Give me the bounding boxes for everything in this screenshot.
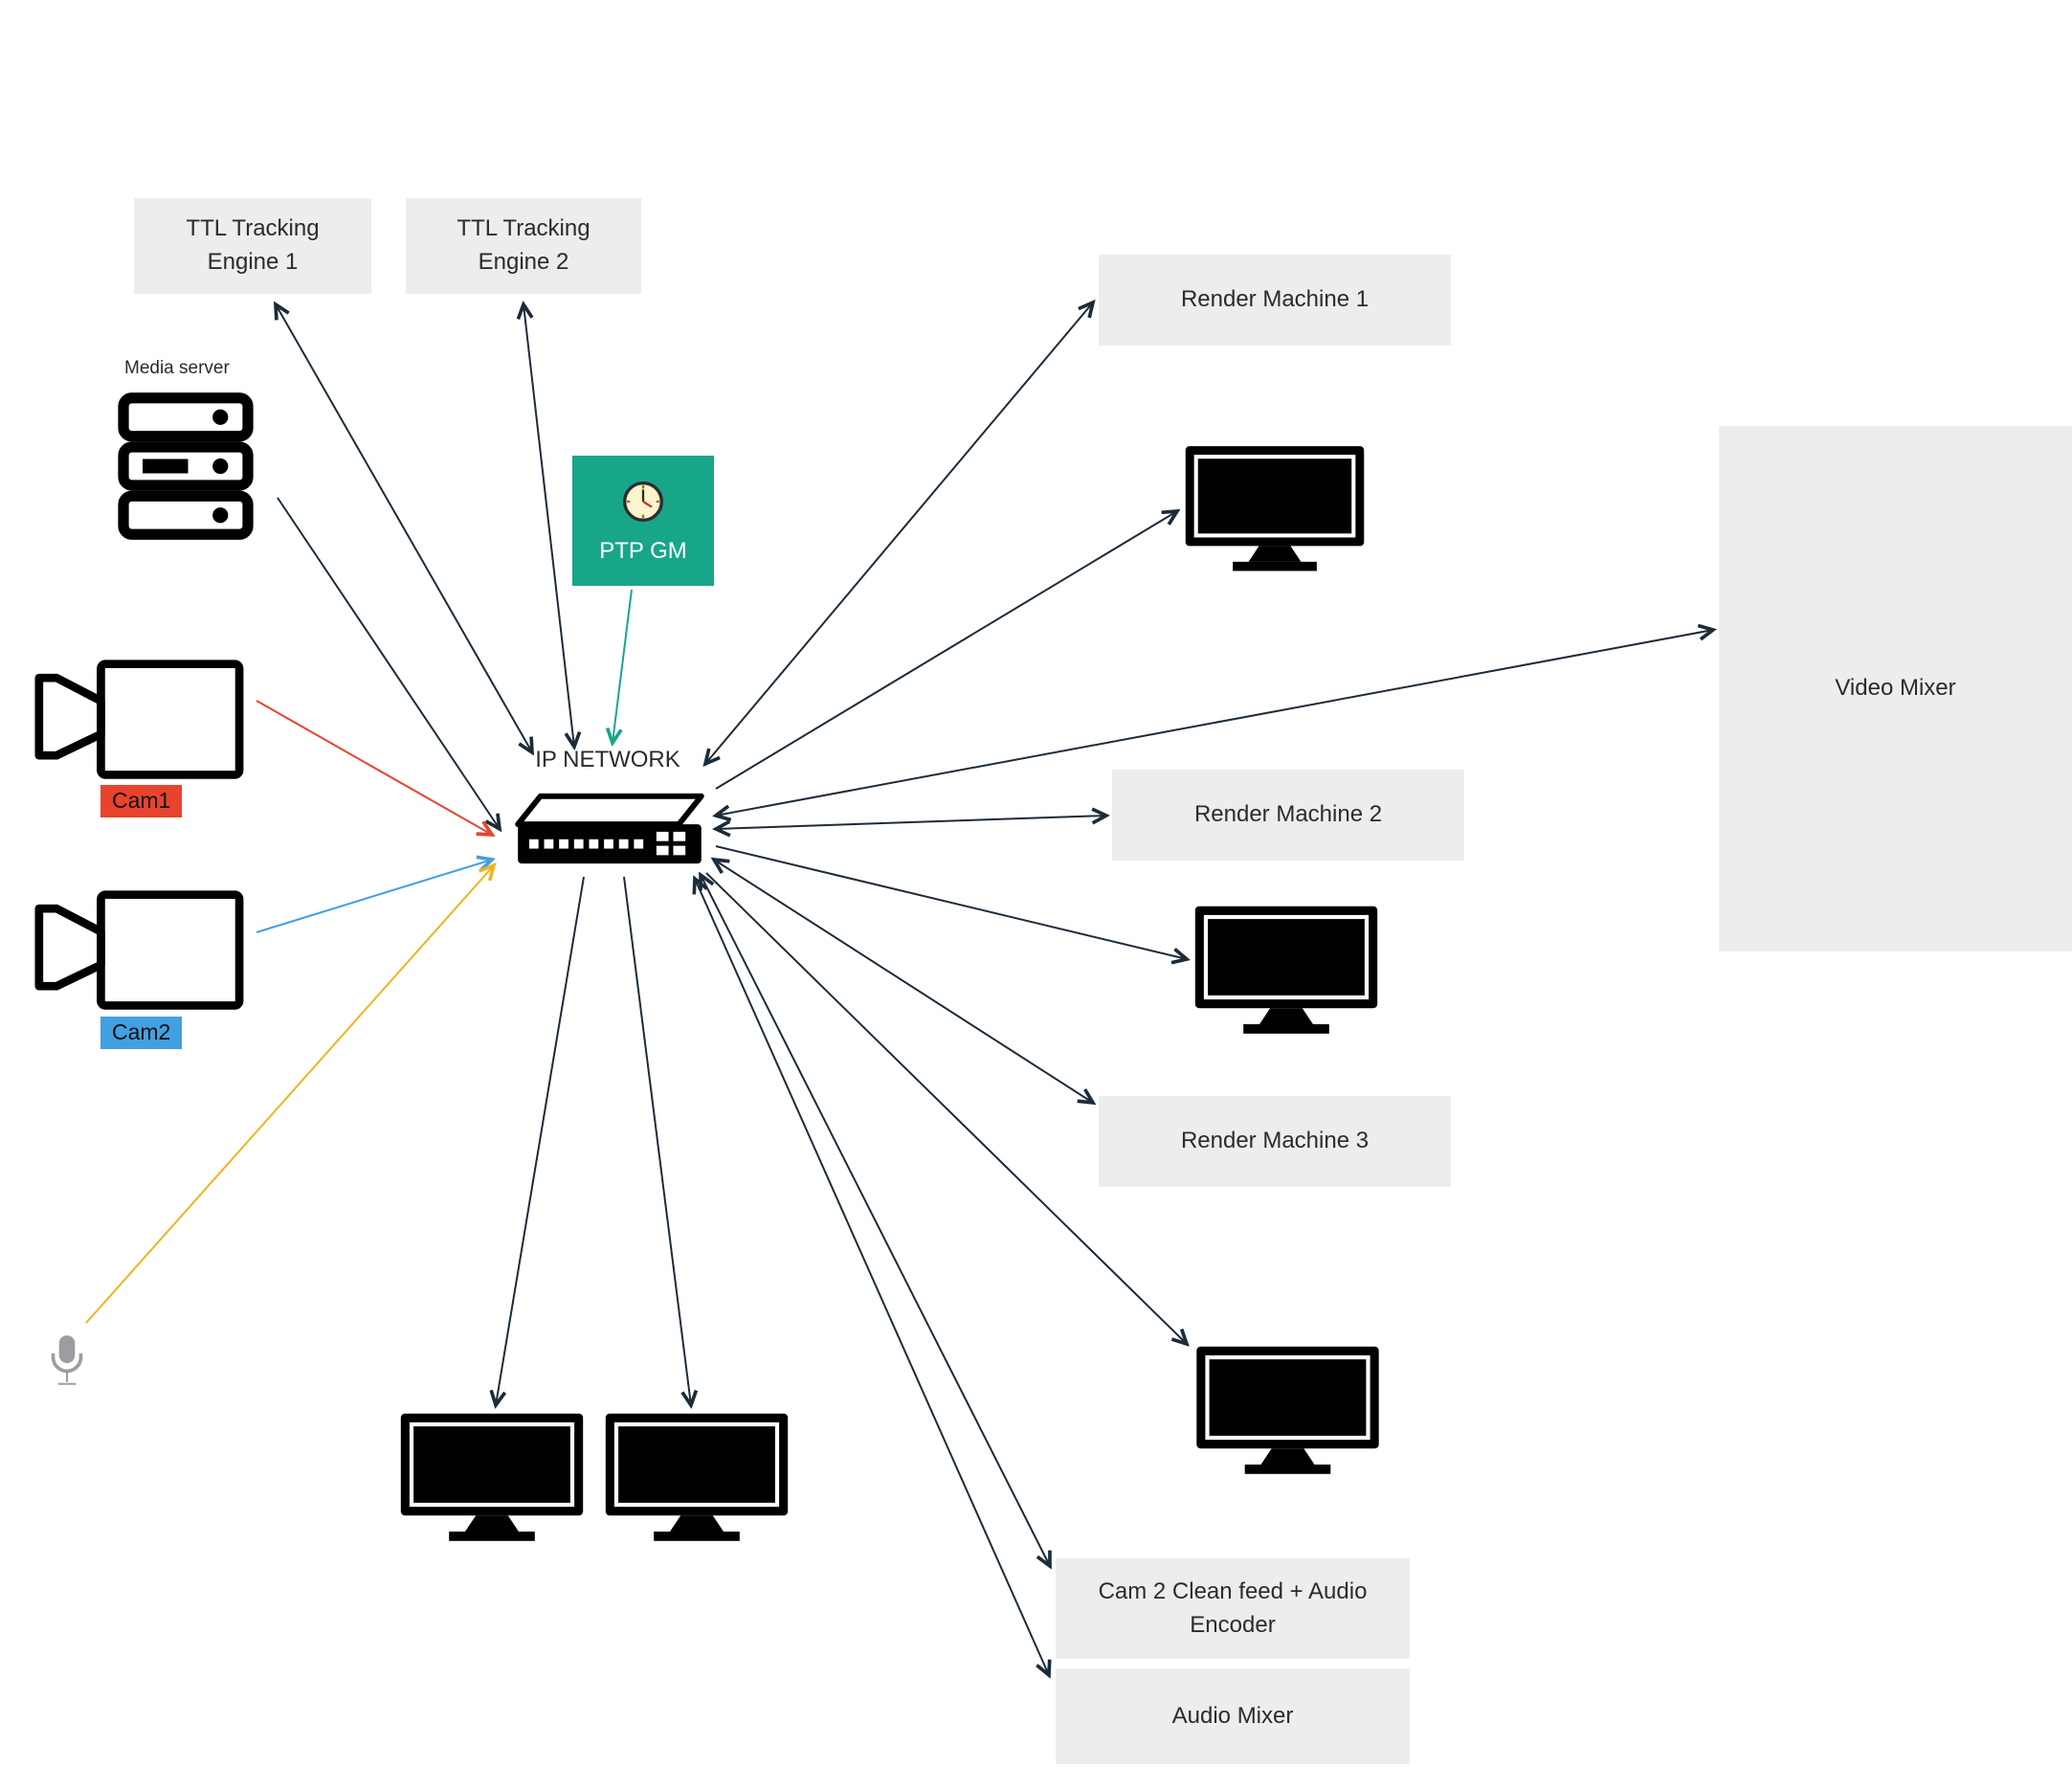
node-ttl-tracking-engine-2: TTL Tracking Engine 2: [406, 198, 641, 294]
node-render-machine-2: Render Machine 2: [1112, 770, 1464, 861]
ip-network-label: IP NETWORK: [535, 747, 680, 772]
edge-ttl2-network: [524, 304, 574, 747]
clock-icon: [619, 478, 667, 532]
edge-cam2-network: [256, 860, 492, 933]
node-ptp-gm: PTP GM: [572, 456, 714, 586]
server-icon: [114, 391, 257, 547]
cam2-label: Cam2: [100, 1017, 183, 1049]
edge-mediaserver-network: [277, 497, 500, 829]
ttl-engine-2-label: TTL Tracking Engine 2: [457, 215, 590, 275]
node-render-machine-3: Render Machine 3: [1099, 1096, 1451, 1187]
node-cam2-clean-feed-audio-encoder: Cam 2 Clean feed + Audio Encoder: [1056, 1558, 1410, 1659]
network-switch-icon: [509, 787, 708, 876]
cam1-label: Cam1: [100, 785, 183, 817]
monitor-icon: [603, 1411, 791, 1550]
ttl-engine-1-label: TTL Tracking Engine 1: [186, 215, 320, 275]
microphone-icon: [45, 1333, 89, 1396]
edge-network-monitor-bottom-left-1: [496, 876, 585, 1405]
edge-ptp-network: [613, 589, 633, 743]
node-ttl-tracking-engine-1: TTL Tracking Engine 1: [134, 198, 371, 294]
node-audio-mixer: Audio Mixer: [1056, 1668, 1410, 1764]
edge-network-rm1: [705, 302, 1093, 764]
video-camera-icon: [24, 657, 252, 791]
edge-network-monitor-mid: [715, 845, 1187, 959]
audio-mixer-label: Audio Mixer: [1171, 1702, 1294, 1729]
node-video-mixer: Video Mixer: [1719, 426, 2072, 951]
edge-network-rm2: [716, 816, 1106, 829]
cam2-clean-feed-label: Cam 2 Clean feed + Audio Encoder: [1098, 1578, 1368, 1638]
edge-network-monitor-top: [715, 511, 1177, 790]
node-render-machine-1: Render Machine 1: [1099, 255, 1451, 346]
media-server-label: Media server: [124, 358, 230, 378]
monitor-icon: [1192, 904, 1380, 1042]
edge-ttl1-network: [276, 304, 532, 752]
render-machine-2-label: Render Machine 2: [1193, 801, 1383, 828]
edge-cam1-network: [256, 700, 492, 835]
edge-network-audiomixer: [695, 879, 1049, 1675]
render-machine-1-label: Render Machine 1: [1180, 286, 1370, 313]
edge-network-monitor-bottom-left-2: [623, 876, 691, 1405]
render-machine-3-label: Render Machine 3: [1180, 1128, 1370, 1154]
monitor-icon: [398, 1411, 586, 1550]
ptp-gm-label: PTP GM: [599, 537, 687, 564]
video-mixer-label: Video Mixer: [1835, 675, 1956, 702]
edge-network-rm3: [714, 860, 1093, 1103]
video-camera-icon: [24, 887, 252, 1021]
monitor-icon: [1192, 1344, 1383, 1483]
monitor-icon: [1183, 442, 1367, 581]
